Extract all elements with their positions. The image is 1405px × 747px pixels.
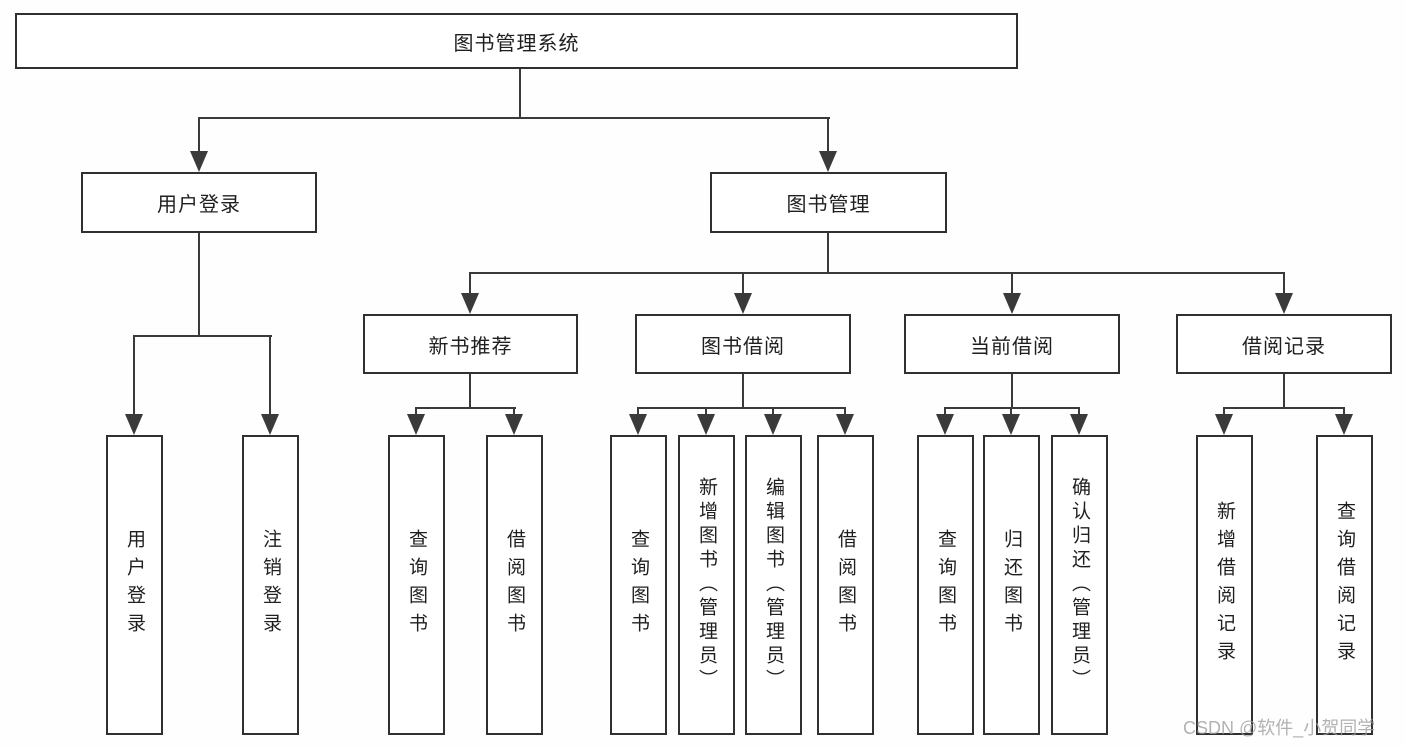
connector-line (469, 374, 471, 408)
leaf-query-book-3-label: 查询图书 (935, 529, 956, 641)
arrow-down-icon (697, 414, 715, 435)
node-book-borrow: 图书借阅 (635, 314, 851, 374)
leaf-return-book: 归还图书 (983, 435, 1040, 735)
node-new-book-recommend: 新书推荐 (363, 314, 578, 374)
arrow-down-icon (629, 414, 647, 435)
leaf-user-login-label: 用户登录 (124, 529, 145, 641)
leaf-query-book-1-label: 查询图书 (406, 529, 427, 641)
leaf-logout-label: 注销登录 (260, 529, 281, 641)
arrow-down-icon (461, 293, 479, 314)
leaf-edit-book-admin-label: 编辑图书（管理员） (763, 477, 784, 693)
node-book-management-label: 图书管理 (786, 194, 871, 216)
leaf-query-book-1: 查询图书 (388, 435, 445, 735)
leaf-add-book-admin-label: 新增图书（管理员） (696, 477, 717, 693)
arrow-down-icon (1002, 414, 1020, 435)
leaf-add-borrow-record: 新增借阅记录 (1196, 435, 1253, 735)
leaf-borrow-book-1: 借阅图书 (486, 435, 543, 735)
leaf-add-book-admin: 新增图书（管理员） (678, 435, 735, 735)
connector-line (513, 407, 515, 415)
leaf-return-book-label: 归还图书 (1001, 529, 1022, 641)
node-user-login: 用户登录 (81, 172, 317, 233)
leaf-confirm-return-admin: 确认归还（管理员） (1051, 435, 1108, 735)
arrow-down-icon (505, 414, 523, 435)
arrow-down-icon (819, 151, 837, 172)
connector-line (198, 117, 830, 119)
connector-line (742, 272, 744, 293)
node-book-borrow-label: 图书借阅 (701, 335, 785, 358)
connector-line (1283, 374, 1285, 408)
arrow-down-icon (1275, 293, 1293, 314)
arrow-down-icon (734, 293, 752, 314)
node-root: 图书管理系统 (15, 13, 1018, 69)
connector-line (1078, 407, 1080, 415)
leaf-confirm-return-admin-label: 确认归还（管理员） (1069, 477, 1090, 693)
connector-line (1224, 407, 1345, 409)
leaf-query-borrow-record-label: 查询借阅记录 (1334, 501, 1355, 669)
connector-line (519, 69, 521, 118)
connector-line (742, 374, 744, 408)
connector-line (827, 117, 829, 153)
connector-line (1343, 407, 1345, 415)
connector-line (1011, 272, 1013, 293)
connector-line (827, 233, 829, 274)
connector-line (1223, 407, 1225, 415)
connector-line (470, 272, 1285, 274)
leaf-query-book-2-label: 查询图书 (628, 529, 649, 641)
arrow-down-icon (1215, 414, 1233, 435)
leaf-query-book-2: 查询图书 (610, 435, 667, 735)
connector-line (1010, 407, 1012, 415)
csdn-watermark: CSDN @软件_小贺同学 (1183, 718, 1376, 738)
arrow-down-icon (1070, 414, 1088, 435)
connector-line (469, 272, 471, 293)
node-borrow-record: 借阅记录 (1176, 314, 1392, 374)
node-borrow-record-label: 借阅记录 (1242, 335, 1326, 358)
connector-line (133, 335, 272, 337)
connector-line (772, 407, 774, 415)
leaf-logout: 注销登录 (242, 435, 299, 735)
connector-line (198, 117, 200, 153)
connector-line (638, 407, 846, 409)
connector-line (1011, 374, 1013, 408)
arrow-down-icon (125, 414, 143, 435)
leaf-query-borrow-record: 查询借阅记录 (1316, 435, 1373, 735)
node-root-label: 图书管理系统 (453, 32, 580, 55)
connector-line (705, 407, 707, 415)
arrow-down-icon (836, 414, 854, 435)
connector-line (133, 335, 135, 415)
node-current-borrow-label: 当前借阅 (970, 335, 1054, 358)
arrow-down-icon (407, 414, 425, 435)
connector-line (944, 407, 946, 415)
leaf-borrow-book-2: 借阅图书 (817, 435, 874, 735)
arrow-down-icon (1003, 293, 1021, 314)
node-book-management: 图书管理 (710, 172, 947, 233)
connector-line (844, 407, 846, 415)
arrow-down-icon (764, 414, 782, 435)
leaf-borrow-book-1-label: 借阅图书 (504, 529, 525, 641)
connector-line (1283, 272, 1285, 293)
leaf-edit-book-admin: 编辑图书（管理员） (745, 435, 802, 735)
leaf-user-login: 用户登录 (106, 435, 163, 735)
node-current-borrow: 当前借阅 (904, 314, 1120, 374)
leaf-borrow-book-2-label: 借阅图书 (835, 529, 856, 641)
connector-line (637, 407, 639, 415)
node-new-book-recommend-label: 新书推荐 (428, 335, 513, 358)
leaf-query-book-3: 查询图书 (917, 435, 974, 735)
connector-line (415, 407, 417, 415)
connector-line (416, 407, 516, 409)
arrow-down-icon (936, 414, 954, 435)
connector-line (269, 335, 271, 415)
arrow-down-icon (261, 414, 279, 435)
connector-line (198, 233, 200, 336)
arrow-down-icon (190, 151, 208, 172)
leaf-add-borrow-record-label: 新增借阅记录 (1214, 501, 1235, 669)
connector-line (945, 407, 1080, 409)
arrow-down-icon (1335, 414, 1353, 435)
node-user-login-label: 用户登录 (157, 194, 241, 216)
